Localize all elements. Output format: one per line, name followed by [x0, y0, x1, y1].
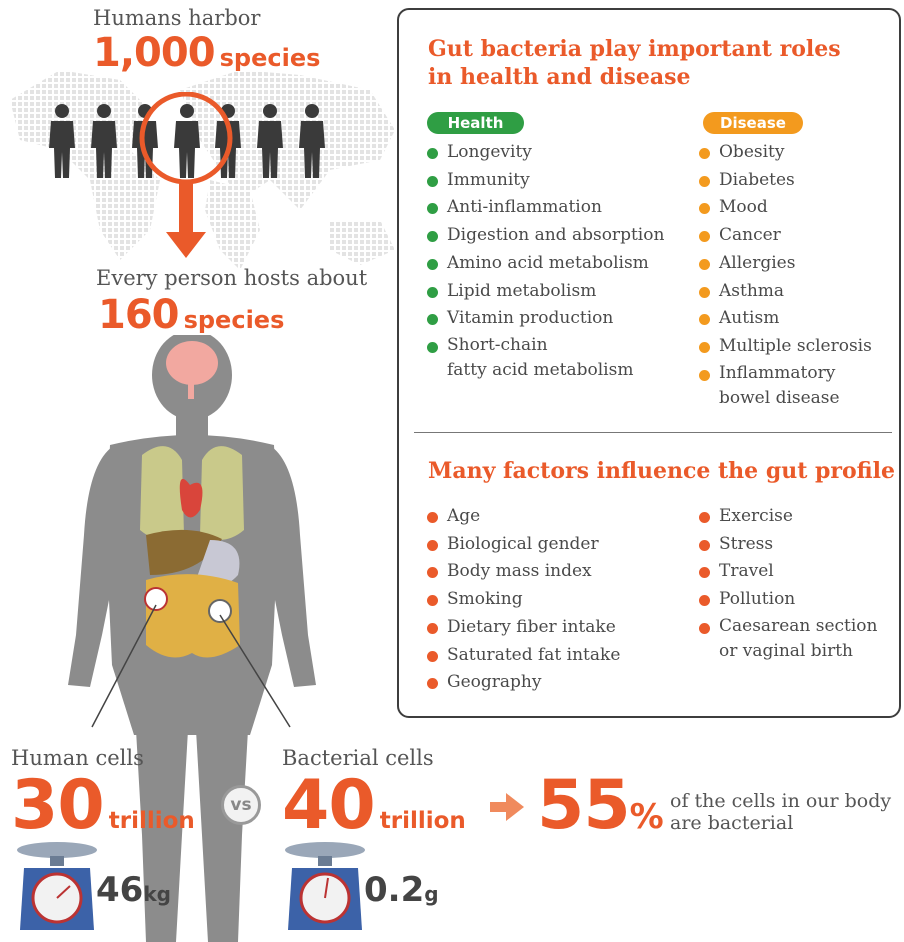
human-body-illustration: [68, 335, 316, 942]
list-item: Age: [425, 503, 620, 531]
list-item: fatty acid metabolism: [447, 359, 634, 380]
human-weight-unit: kg: [143, 882, 171, 906]
list-item: Stress: [697, 531, 878, 559]
human-weight: 46kg: [96, 870, 171, 910]
harbor-unit: species: [219, 44, 321, 72]
list-item: Immunity: [425, 167, 664, 195]
list-item: Travel: [697, 558, 878, 586]
list-item: bowel disease: [719, 387, 840, 408]
list-item: Pollution: [697, 586, 878, 614]
list-item: Multiple sclerosis: [697, 333, 872, 361]
right-arrow-icon: [490, 793, 524, 821]
vs-badge: vs: [221, 785, 261, 825]
bacterial-cells-stat: 40 trillion: [282, 766, 466, 845]
list-item: or vaginal birth: [719, 640, 853, 661]
harbor-stat: 1,000 species: [93, 30, 320, 76]
panel-title-line2: in health and disease: [428, 64, 691, 90]
vs-text: vs: [230, 795, 252, 815]
harbor-number: 1,000: [93, 30, 216, 76]
harbor-label: Humans harbor: [93, 6, 261, 30]
percent-stat: 55%: [537, 766, 664, 845]
human-cells-label: Human cells: [11, 746, 144, 770]
human-cells-number: 30: [11, 766, 105, 845]
human-scale-icon: [17, 842, 97, 930]
bacterial-weight: 0.2g: [364, 870, 439, 910]
percent-text-line1: of the cells in our body: [670, 790, 892, 812]
person-icon: [91, 104, 117, 178]
bacterial-weight-number: 0.2: [364, 870, 425, 910]
person-icon: [257, 104, 283, 178]
bacterial-weight-unit: g: [424, 882, 439, 906]
list-item: Inflammatory: [697, 361, 872, 386]
person-icon: [299, 104, 325, 178]
list-item: Smoking: [425, 586, 620, 614]
bacterial-cells-number: 40: [282, 766, 376, 845]
magnifier-arrow: [139, 92, 233, 258]
panel-divider: [414, 432, 892, 433]
disease-pill: Disease: [703, 112, 803, 134]
bacterial-cells-label: Bacterial cells: [282, 746, 434, 770]
list-item: Caesarean section: [697, 614, 878, 639]
list-item: Exercise: [697, 503, 878, 531]
bacterial-cells-unit: trillion: [379, 808, 466, 834]
hosts-unit: species: [183, 306, 285, 334]
human-cells-unit: trillion: [108, 808, 195, 834]
hosts-label: Every person hosts about: [96, 266, 368, 290]
list-item: Asthma: [697, 278, 872, 306]
list-item: Amino acid metabolism: [425, 250, 664, 278]
human-weight-number: 46: [96, 870, 144, 910]
list-item: Mood: [697, 194, 872, 222]
human-cells-stat: 30 trillion: [11, 766, 195, 845]
list-item: Diabetes: [697, 167, 872, 195]
list-item: Geography: [425, 669, 620, 697]
list-item: Dietary fiber intake: [425, 614, 620, 642]
list-item: Cancer: [697, 222, 872, 250]
list-item: Biological gender: [425, 531, 620, 559]
list-item: Digestion and absorption: [425, 222, 664, 250]
panel-title-line1: Gut bacteria play important roles: [428, 36, 841, 62]
list-item: Anti-inflammation: [425, 194, 664, 222]
health-pill: Health: [427, 112, 524, 134]
person-icon: [49, 104, 75, 178]
list-item: Autism: [697, 305, 872, 333]
list-item: Vitamin production: [425, 305, 664, 333]
list-item: Short-chain: [425, 333, 664, 358]
list-item: Allergies: [697, 250, 872, 278]
person-icon: [174, 104, 200, 178]
hosts-stat: 160 species: [98, 292, 284, 338]
bacterial-scale-icon: [285, 842, 365, 930]
list-item: Lipid metabolism: [425, 278, 664, 306]
percent-number: 55: [537, 766, 631, 845]
list-item: Obesity: [697, 139, 872, 167]
percent-sign: %: [629, 797, 664, 837]
list-item: Longevity: [425, 139, 664, 167]
list-item: Body mass index: [425, 558, 620, 586]
percent-text-line2: are bacterial: [670, 812, 794, 834]
factors-title: Many factors influence the gut profile: [428, 458, 896, 484]
hosts-number: 160: [98, 292, 179, 338]
list-item: Saturated fat intake: [425, 642, 620, 670]
